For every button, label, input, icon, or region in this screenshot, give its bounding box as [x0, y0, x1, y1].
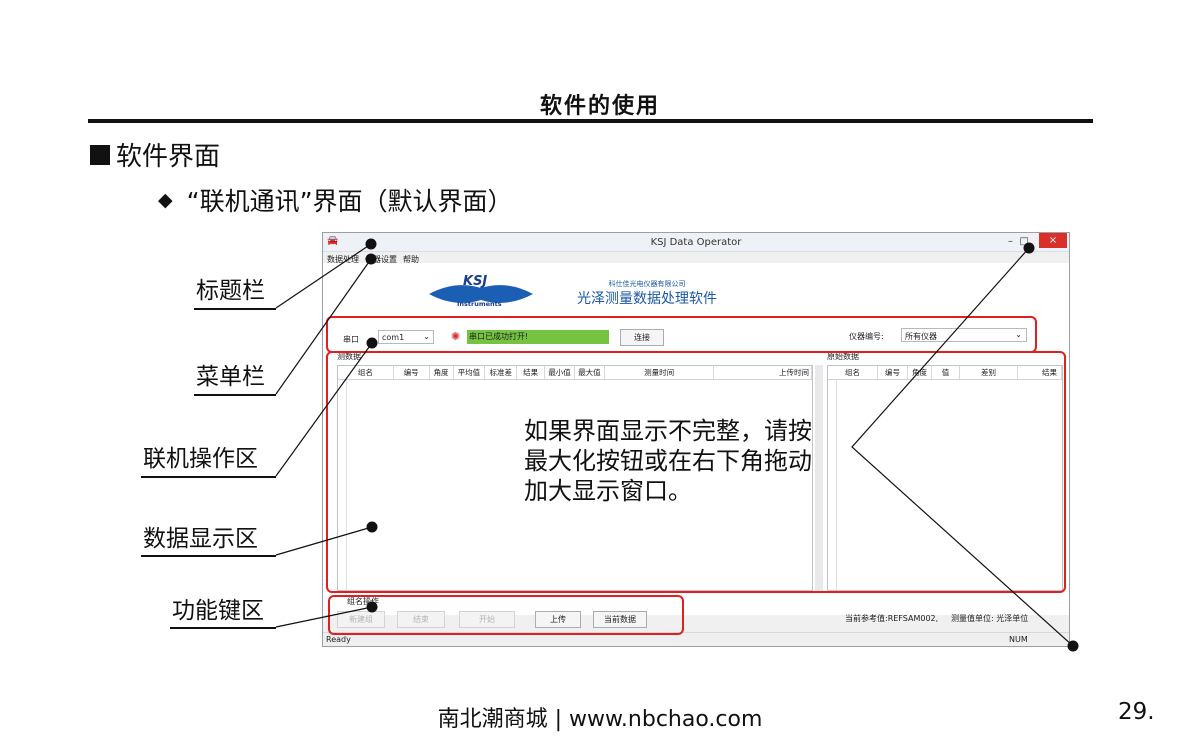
panel-splitter[interactable] [815, 365, 823, 591]
close-button[interactable]: × [1039, 233, 1067, 248]
upload-button[interactable]: 上传 [535, 611, 581, 628]
reference-value-text: 当前参考值:REFSAM002, [845, 614, 939, 623]
callout-connect-area: 联机操作区 [143, 446, 258, 472]
column-header[interactable]: 编号 [394, 366, 430, 379]
chevron-down-icon: ⌄ [1015, 330, 1022, 339]
usage-note-line: 如果界面显示不完整，请按 [524, 417, 812, 445]
logo-subtext: Instruments [457, 300, 502, 308]
usage-note: 如果界面显示不完整，请按 最大化按钮或在右下角拖动 加大显示窗口。 [524, 416, 812, 506]
status-text: 串口已成功打开! [469, 332, 529, 341]
port-select[interactable]: com1 ⌄ [378, 330, 434, 344]
callout-menu-bar: 菜单栏 [196, 364, 265, 390]
instrument-select[interactable]: 所有仪器 ⌄ [901, 328, 1027, 342]
unit-text: 测量值单位: 光泽单位 [951, 614, 1029, 623]
column-header[interactable]: 结果 [517, 366, 546, 379]
current-data-button[interactable]: 当前数据 [593, 611, 647, 628]
maximize-button[interactable]: □ [1019, 236, 1029, 247]
column-header[interactable]: 组名 [828, 366, 878, 379]
menu-bar: 数据处理 仪器设置 帮助 [327, 254, 419, 265]
menu-item-settings[interactable]: 仪器设置 [365, 255, 397, 264]
group-operation-label: 组名操作 [347, 597, 379, 606]
callout-underline [194, 394, 276, 396]
port-label: 串口 [343, 335, 359, 344]
column-header[interactable]: 平均值 [454, 366, 486, 379]
start-button[interactable]: 开始 [459, 611, 515, 628]
column-header[interactable]: 值 [932, 366, 960, 379]
company-name: 科仕佳光电仪器有限公司 [608, 280, 686, 288]
status-field: 串口已成功打开! [467, 330, 609, 344]
right-panel-title: 原始数据 [827, 352, 859, 361]
column-header[interactable]: 组名 [338, 366, 394, 379]
new-group-button[interactable]: 新建组 [337, 611, 385, 628]
section-heading-text: 软件界面 [116, 142, 221, 172]
app-name: 光泽测量数据处理软件 [577, 291, 717, 307]
menu-item-data[interactable]: 数据处理 [327, 255, 359, 264]
left-panel-title: 测数据 [337, 352, 361, 361]
window-title: KSJ Data Operator [650, 237, 742, 248]
usage-note-line: 加大显示窗口。 [524, 477, 692, 505]
connect-button[interactable]: 连接 [620, 329, 664, 346]
end-button[interactable]: 结束 [397, 611, 445, 628]
status-bar: Ready NUM [323, 632, 1069, 646]
column-header[interactable]: 结果 [1018, 366, 1062, 379]
column-header[interactable]: 角度 [430, 366, 454, 379]
section-heading: 软件界面 [90, 136, 220, 173]
row-selector-column [338, 380, 347, 590]
column-header[interactable]: 标准差 [485, 366, 518, 379]
square-bullet-icon [90, 144, 110, 165]
measurement-table-header: 组名 编号 角度 平均值 标准差 结果 最小值 最大值 测量时间 上传时间 [338, 366, 812, 380]
port-select-value: com1 [382, 333, 405, 342]
menu-item-help[interactable]: 帮助 [403, 255, 419, 264]
instrument-label: 仪器编号: [849, 332, 884, 341]
column-header[interactable]: 最大值 [575, 366, 605, 379]
raw-data-table: 组名 编号 角度 值 差别 结果 [827, 365, 1063, 591]
diamond-bullet-icon: ◆ [158, 189, 173, 211]
subsection-heading-text: “联机通讯”界面（默认界面） [186, 187, 513, 216]
callout-data-area: 数据显示区 [143, 526, 258, 552]
callout-underline [170, 627, 276, 629]
measurement-table: 组名 编号 角度 平均值 标准差 结果 最小值 最大值 测量时间 上传时间 [337, 365, 813, 591]
minimize-button[interactable]: – [1008, 236, 1013, 247]
row-selector-column [828, 380, 837, 590]
logo-text: KSJ [463, 274, 488, 289]
usage-note-line: 最大化按钮或在右下角拖动 [524, 447, 812, 475]
status-ready: Ready [326, 635, 351, 644]
function-area-highlight [328, 595, 684, 635]
column-header[interactable]: 最小值 [545, 366, 575, 379]
column-header[interactable]: 上传时间 [714, 366, 812, 379]
column-header[interactable]: 测量时间 [605, 366, 715, 379]
subsection-heading: ◆ “联机通讯”界面（默认界面） [158, 182, 513, 218]
callout-underline [194, 308, 276, 310]
footer-text: 南北潮商城 | www.nbchao.com [437, 707, 763, 732]
page-number: 29. [1118, 699, 1155, 725]
app-window: 🚘 KSJ Data Operator – □ × 数据处理 仪器设置 帮助 K… [322, 232, 1070, 647]
chevron-down-icon: ⌄ [423, 332, 430, 341]
page-title: 软件的使用 [539, 93, 660, 119]
callout-underline [141, 476, 276, 478]
column-header[interactable]: 差别 [960, 366, 1018, 379]
callout-title-bar: 标题栏 [196, 278, 265, 304]
callout-underline [141, 555, 276, 557]
callout-function-area: 功能键区 [172, 598, 264, 624]
title-bar: 🚘 KSJ Data Operator – □ × [323, 233, 1069, 252]
data-area-highlight [326, 351, 1066, 593]
column-header[interactable]: 角度 [908, 366, 932, 379]
raw-data-table-header: 组名 编号 角度 值 差别 结果 [828, 366, 1062, 380]
instrument-select-value: 所有仪器 [905, 332, 937, 341]
status-led-icon: ✺ [451, 330, 461, 343]
column-header[interactable]: 编号 [878, 366, 908, 379]
ksj-logo: KSJ Instruments [427, 274, 535, 312]
header-rule [88, 119, 1093, 123]
status-num: NUM [1009, 635, 1028, 644]
app-icon: 🚘 [327, 236, 339, 246]
